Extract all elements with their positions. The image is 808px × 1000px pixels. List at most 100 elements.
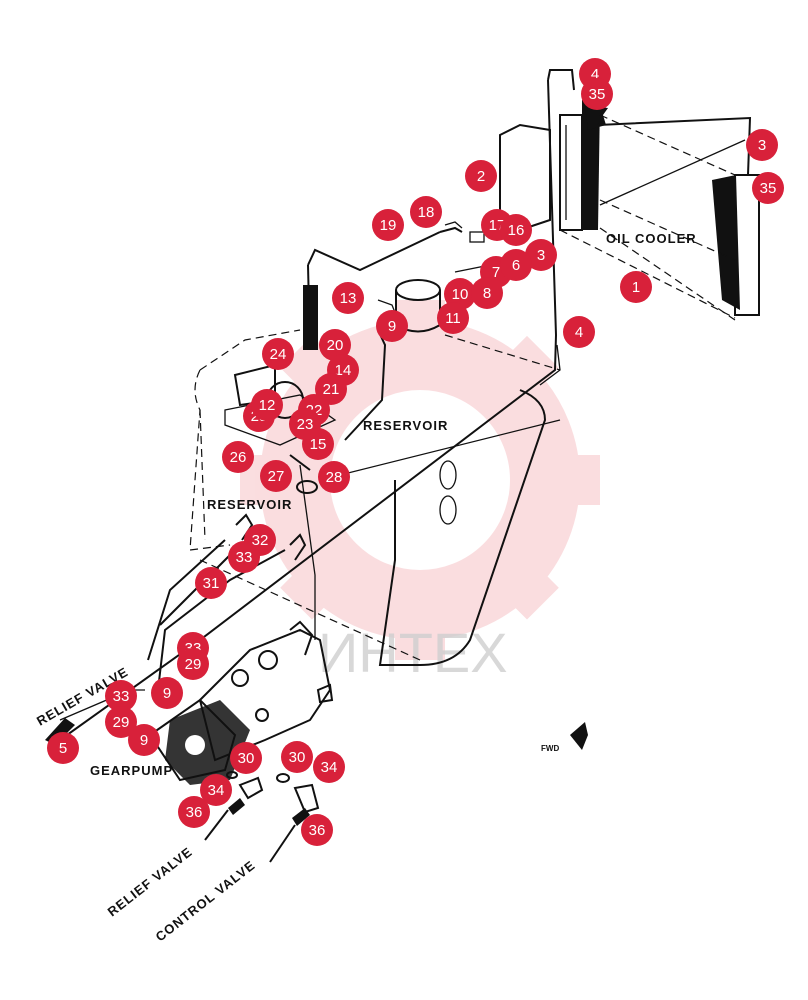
callout-marker: [151, 677, 183, 709]
fwd-arrow: FWD: [541, 722, 588, 753]
callout-marker: [177, 648, 209, 680]
callout-30[interactable]: 30: [281, 741, 313, 773]
callout-6[interactable]: 6: [500, 249, 532, 281]
callout-number: 27: [268, 468, 285, 485]
callout-number: 8: [483, 285, 491, 302]
callout-3[interactable]: 3: [746, 129, 778, 161]
callout-10[interactable]: 10: [444, 278, 476, 310]
callout-31[interactable]: 31: [195, 567, 227, 599]
callout-number: 36: [309, 822, 326, 839]
callout-marker: [471, 277, 503, 309]
callout-28[interactable]: 28: [318, 461, 350, 493]
callout-number: 18: [418, 204, 435, 221]
callout-marker: [318, 461, 350, 493]
callout-number: 34: [208, 782, 225, 799]
callout-marker: [47, 732, 79, 764]
callout-number: 21: [323, 381, 340, 398]
watermark-gear: [240, 300, 600, 660]
callout-number: 29: [185, 656, 202, 673]
callout-marker: [302, 428, 334, 460]
callout-26[interactable]: 26: [222, 441, 254, 473]
callout-number: 30: [289, 749, 306, 766]
callout-marker: [500, 214, 532, 246]
callout-34[interactable]: 34: [200, 774, 232, 806]
oil-cooler-assembly: [59, 69, 760, 741]
callout-16[interactable]: 16: [500, 214, 532, 246]
callout-9[interactable]: 9: [376, 310, 408, 342]
callout-15[interactable]: 15: [302, 428, 334, 460]
callout-2[interactable]: 2: [465, 160, 497, 192]
callout-marker: [581, 78, 613, 110]
callout-number: 35: [760, 180, 777, 197]
callout-35[interactable]: 35: [581, 78, 613, 110]
fwd-label: FWD: [541, 744, 559, 753]
callout-number: 7: [492, 264, 500, 281]
callout-marker: [178, 796, 210, 828]
callout-marker: [200, 774, 232, 806]
callout-29[interactable]: 29: [177, 648, 209, 680]
callout-marker: [372, 209, 404, 241]
callout-marker: [105, 680, 137, 712]
callout-4[interactable]: 4: [563, 316, 595, 348]
callout-marker: [376, 310, 408, 342]
callout-number: 5: [59, 740, 67, 757]
callout-27[interactable]: 27: [260, 460, 292, 492]
callout-number: 3: [537, 247, 545, 264]
callout-marker: [195, 567, 227, 599]
callout-number: 13: [340, 290, 357, 307]
callout-number: 4: [575, 324, 583, 341]
callout-20[interactable]: 20: [319, 329, 351, 361]
callout-36[interactable]: 36: [178, 796, 210, 828]
callout-number: 9: [140, 732, 148, 749]
callout-29[interactable]: 29: [105, 706, 137, 738]
callout-5[interactable]: 5: [47, 732, 79, 764]
callout-marker: [752, 172, 784, 204]
callout-marker: [410, 196, 442, 228]
callout-number: 6: [512, 257, 520, 274]
callout-marker: [251, 389, 283, 421]
callout-35[interactable]: 35: [752, 172, 784, 204]
callout-number: 24: [270, 346, 287, 363]
callout-marker: [444, 278, 476, 310]
callout-number: 1: [632, 279, 640, 296]
callout-marker: [222, 441, 254, 473]
callout-number: 23: [297, 416, 314, 433]
callout-36[interactable]: 36: [301, 814, 333, 846]
reservoir-label-upper: RESERVOIR: [363, 418, 448, 433]
callout-18[interactable]: 18: [410, 196, 442, 228]
callout-number: 20: [327, 337, 344, 354]
callout-24[interactable]: 24: [262, 338, 294, 370]
callout-marker: [260, 460, 292, 492]
callout-number: 16: [508, 222, 525, 239]
callout-number: 12: [259, 397, 276, 414]
callout-30[interactable]: 30: [230, 742, 262, 774]
callout-number: 14: [335, 362, 352, 379]
callout-marker: [313, 751, 345, 783]
callout-33[interactable]: 33: [105, 680, 137, 712]
callout-1[interactable]: 1: [620, 271, 652, 303]
callout-number: 10: [452, 286, 469, 303]
callout-19[interactable]: 19: [372, 209, 404, 241]
callout-9[interactable]: 9: [128, 724, 160, 756]
callout-12[interactable]: 12: [251, 389, 283, 421]
lower-fittings: [204, 771, 320, 863]
callout-marker: [465, 160, 497, 192]
callout-8[interactable]: 8: [471, 277, 503, 309]
callout-number: 9: [388, 318, 396, 335]
callout-number: 19: [380, 217, 397, 234]
callout-number: 30: [238, 750, 255, 767]
callout-11[interactable]: 11: [437, 302, 469, 334]
callout-marker: [128, 724, 160, 756]
callout-number: 28: [326, 469, 343, 486]
callout-marker: [500, 249, 532, 281]
callout-marker: [281, 741, 313, 773]
callout-number: 33: [113, 688, 130, 705]
callout-number: 32: [252, 532, 269, 549]
callout-13[interactable]: 13: [332, 282, 364, 314]
callout-34[interactable]: 34: [313, 751, 345, 783]
callout-marker: [319, 329, 351, 361]
callout-33[interactable]: 33: [228, 541, 260, 573]
callout-3[interactable]: 3: [525, 239, 557, 271]
callout-9[interactable]: 9: [151, 677, 183, 709]
